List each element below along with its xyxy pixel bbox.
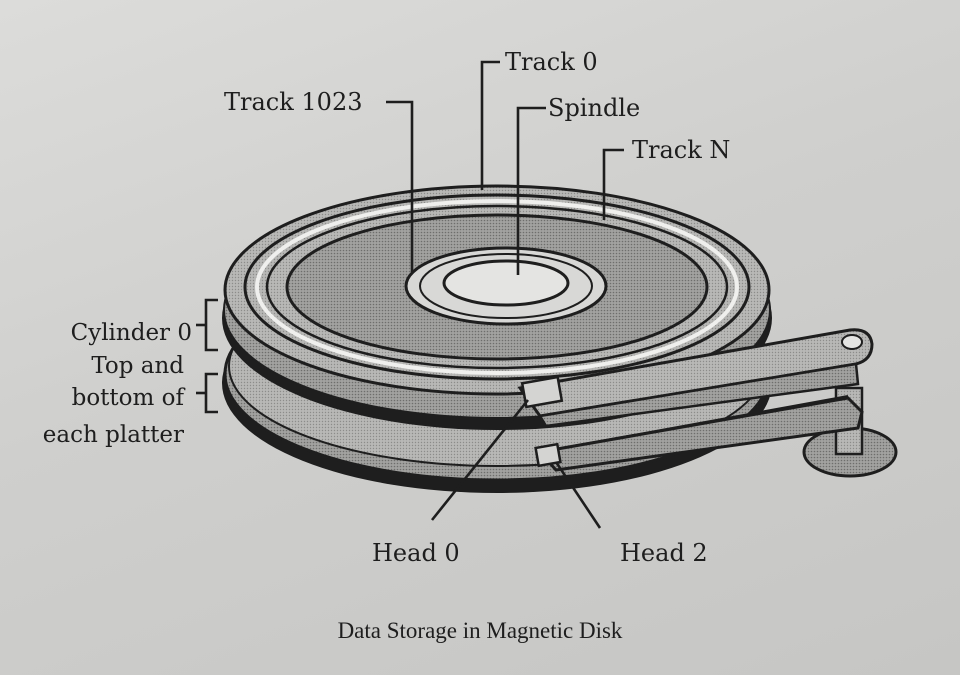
label-head0: Head 0 (372, 539, 460, 567)
label-track1023: Track 1023 (224, 88, 362, 116)
label-spindle: Spindle (548, 94, 640, 122)
spindle-hub (444, 261, 568, 305)
cylinder-brackets (196, 300, 218, 412)
figure-caption: Data Storage in Magnetic Disk (0, 618, 960, 644)
label-cylinder0: Cylinder 0 (71, 320, 192, 346)
label-trackn: Track N (632, 136, 730, 164)
label-top-and: Top and (91, 353, 184, 379)
label-track0: Track 0 (505, 48, 598, 76)
leader-track0 (482, 62, 500, 190)
label-head2: Head 2 (620, 539, 708, 567)
label-each-platter: each platter (43, 422, 184, 448)
label-bottom-of: bottom of (72, 385, 186, 411)
